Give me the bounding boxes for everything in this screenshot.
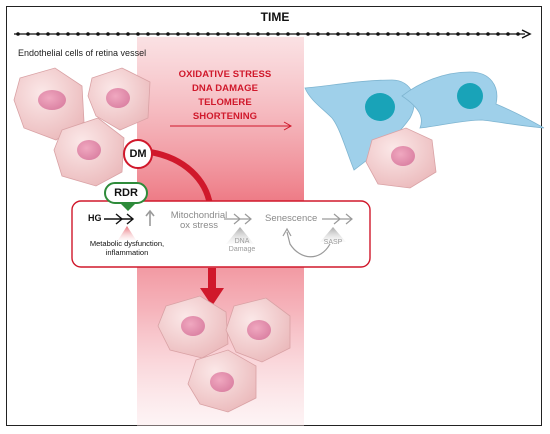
rdr-label: RDR	[114, 187, 138, 199]
time-tick	[86, 32, 90, 36]
time-tick	[336, 32, 340, 36]
sasp-triangle	[320, 227, 346, 242]
pink-nucleus	[247, 320, 271, 340]
blue-nucleus	[457, 83, 483, 109]
dm-label: DM	[129, 148, 147, 160]
metabolic-line-1: Metabolic dysfunction,	[89, 239, 165, 248]
time-tick	[96, 32, 100, 36]
metabolic-label: Metabolic dysfunction, inflammation	[82, 239, 172, 257]
time-tick	[156, 32, 160, 36]
pink-nucleus	[106, 88, 130, 108]
time-arrow	[14, 29, 532, 39]
time-tick	[226, 32, 230, 36]
pink-nucleus	[77, 140, 101, 160]
dm-node: DM	[123, 139, 153, 169]
sasp-label: SASP	[323, 239, 343, 246]
pink-nucleus	[210, 372, 234, 392]
time-tick	[66, 32, 70, 36]
time-tick	[456, 32, 460, 36]
time-tick	[276, 32, 280, 36]
time-tick	[516, 32, 520, 36]
time-tick	[316, 32, 320, 36]
mito-label: Mitochondrial ox stress	[160, 211, 238, 231]
time-tick	[56, 32, 60, 36]
time-tick	[446, 32, 450, 36]
time-tick	[266, 32, 270, 36]
pink-nucleus	[181, 316, 205, 336]
time-tick	[426, 32, 430, 36]
time-tick	[176, 32, 180, 36]
dna-damage-label: DNA Damage	[222, 238, 262, 254]
pink-cell-cluster-bottom	[157, 295, 291, 413]
time-tick	[396, 32, 400, 36]
time-tick	[356, 32, 360, 36]
dna-line-2: Damage	[228, 246, 256, 253]
time-tick	[46, 32, 50, 36]
pink-nucleus	[38, 90, 66, 110]
time-tick	[506, 32, 510, 36]
stress-arrow	[170, 121, 293, 131]
time-tick	[236, 32, 240, 36]
time-tick	[196, 32, 200, 36]
time-tick	[106, 32, 110, 36]
dna-line-1: DNA	[234, 238, 250, 245]
time-tick	[216, 32, 220, 36]
time-tick	[306, 32, 310, 36]
time-tick	[486, 32, 490, 36]
metabolic-line-2: inflammation	[105, 248, 149, 257]
stress-telomere: TELOMERE SHORTENING	[192, 97, 258, 122]
time-tick	[146, 32, 150, 36]
metabolic-triangle	[118, 226, 136, 240]
hg-label: HG	[88, 213, 102, 223]
time-tick	[476, 32, 480, 36]
time-tick	[406, 32, 410, 36]
time-tick	[346, 32, 350, 36]
dm-curved-arrow	[149, 149, 224, 306]
time-tick	[16, 32, 20, 36]
blue-nucleus	[365, 93, 395, 121]
time-tick	[256, 32, 260, 36]
time-tick	[296, 32, 300, 36]
time-tick	[26, 32, 30, 36]
time-tick	[326, 32, 330, 36]
time-tick	[166, 32, 170, 36]
blue-cell-group	[304, 71, 545, 171]
mito-line-1: Mitochondrial	[170, 210, 228, 221]
time-tick	[386, 32, 390, 36]
stress-list: OXIDATIVE STRESS DNA DAMAGE TELOMERE SHO…	[170, 68, 280, 124]
time-tick	[416, 32, 420, 36]
time-tick	[496, 32, 500, 36]
stress-oxidative: OXIDATIVE STRESS	[178, 69, 272, 80]
time-tick	[376, 32, 380, 36]
time-tick	[286, 32, 290, 36]
time-tick	[116, 32, 120, 36]
stress-dna-damage: DNA DAMAGE	[191, 83, 259, 94]
dna-triangle	[226, 227, 254, 244]
cells-label: Endothelial cells of retina vessel	[18, 48, 147, 58]
pink-nucleus	[391, 146, 415, 166]
pathway-arrows	[104, 209, 353, 258]
time-tick	[436, 32, 440, 36]
rdr-node: RDR	[104, 182, 148, 204]
pink-cell-right	[365, 127, 437, 189]
rdr-pointer	[120, 203, 136, 211]
time-tick	[186, 32, 190, 36]
time-tick	[76, 32, 80, 36]
time-tick	[126, 32, 130, 36]
time-tick	[136, 32, 140, 36]
time-label: TIME	[260, 10, 290, 24]
senescence-label: Senescence	[265, 213, 318, 224]
pink-cell-cluster-top	[13, 67, 151, 187]
time-tick	[366, 32, 370, 36]
time-tick	[206, 32, 210, 36]
time-tick	[36, 32, 40, 36]
mito-line-2: ox stress	[179, 220, 218, 231]
time-tick	[466, 32, 470, 36]
time-tick	[246, 32, 250, 36]
